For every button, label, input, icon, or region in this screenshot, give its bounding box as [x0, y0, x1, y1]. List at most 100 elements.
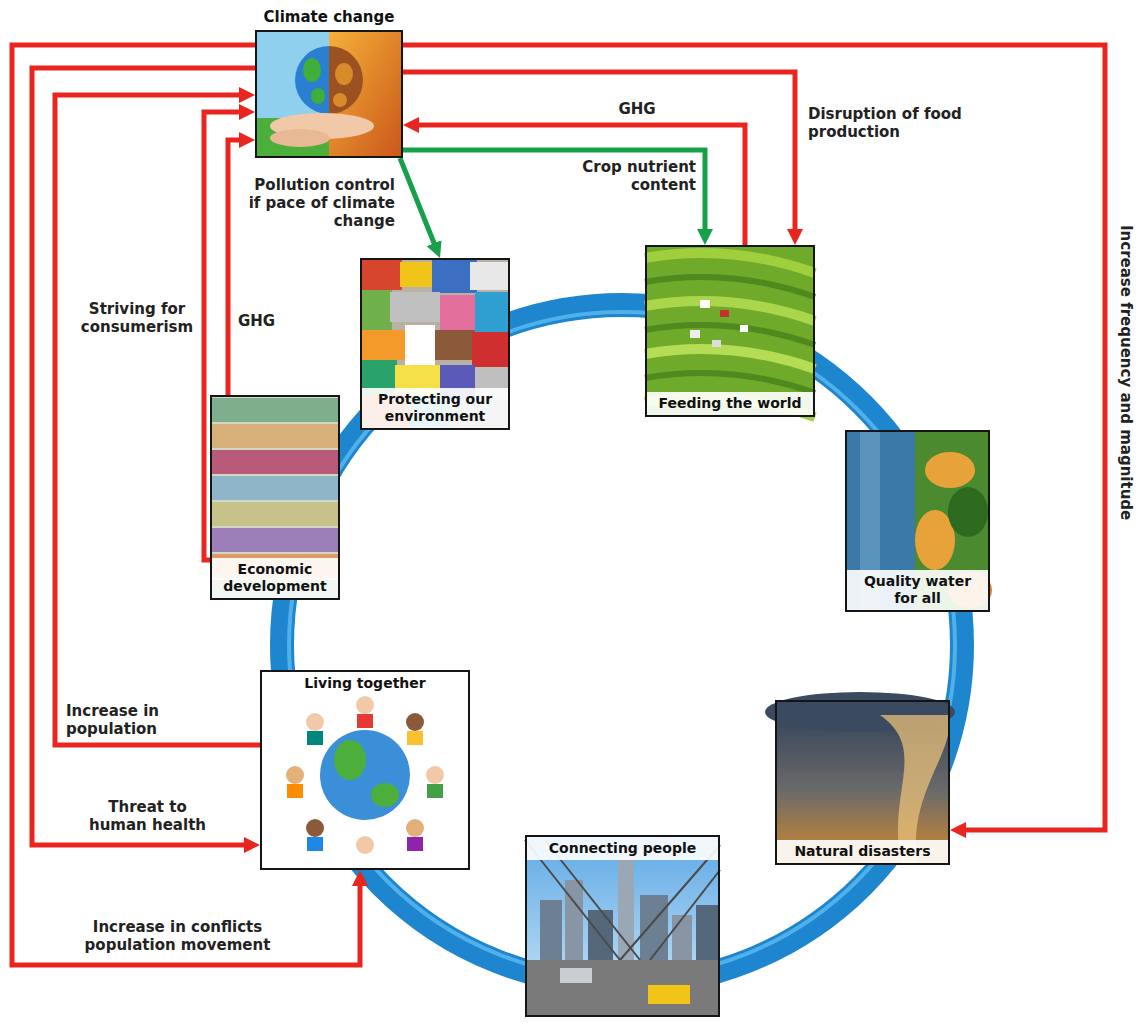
arrow-label: Threat to human health: [85, 798, 210, 834]
waste-image: [475, 292, 508, 332]
green-arrow: [403, 150, 705, 235]
climate-image: [295, 46, 329, 114]
terrace-image: [645, 349, 815, 369]
people-image: [287, 784, 303, 798]
arrow-label: Increase in population: [66, 702, 216, 738]
theme-tile: Protecting our environment: [360, 258, 510, 430]
theme-tile: Connecting people: [525, 835, 720, 1017]
terrace-image: [740, 325, 748, 332]
box-heading: Climate change: [255, 8, 403, 30]
city-image: [640, 895, 668, 960]
tile-label: Quality water for all: [847, 570, 988, 610]
waste-image: [360, 258, 510, 430]
theme-tile: Feeding the world: [645, 245, 815, 417]
people-image: [306, 819, 324, 837]
waste-image: [360, 258, 510, 430]
city-image: [560, 968, 592, 983]
people-image: [371, 783, 399, 807]
waste-image: [470, 262, 508, 290]
waste-image: [362, 330, 407, 360]
banknote-image: [210, 528, 340, 552]
water-image: [948, 487, 988, 537]
terrace-image: [712, 340, 721, 347]
climate-image: [311, 88, 325, 104]
red-arrow: [403, 45, 1105, 830]
people-image: [320, 730, 410, 820]
tile-label: Natural disasters: [777, 840, 948, 863]
waste-image: [405, 325, 435, 365]
theme-tile: Natural disasters: [775, 700, 950, 865]
banknote-image: [210, 502, 340, 526]
climate-box: Climate change: [255, 8, 403, 158]
people-image: [357, 714, 373, 728]
city-image: [672, 915, 692, 960]
people-image: [356, 696, 374, 714]
theme-tile: Economic development: [210, 395, 340, 600]
tile-label: Protecting our environment: [362, 388, 508, 428]
arrow-label: Crop nutrient content: [548, 158, 696, 194]
people-image: [427, 784, 443, 798]
city-image: [650, 870, 720, 960]
banknote-image: [210, 395, 340, 600]
climate-image: [270, 129, 330, 147]
arrow-label: Increase in conflicts population movemen…: [80, 918, 275, 954]
waste-image: [435, 330, 475, 360]
tile-label: Economic development: [212, 558, 338, 598]
arrow-label: GHG: [238, 312, 288, 330]
terrace-image: [645, 373, 815, 393]
people-image: [307, 731, 323, 745]
climate-image: [255, 30, 329, 158]
storm-image: [765, 692, 955, 865]
theme-tile: Living together: [260, 670, 470, 870]
city-image: [696, 905, 718, 960]
people-image: [286, 766, 304, 784]
people-image: [260, 670, 470, 870]
city-image: [525, 835, 720, 1017]
terrace-image: [645, 245, 815, 417]
terrace-image: [645, 301, 815, 321]
terrace-image: [645, 277, 815, 297]
climate-image: [329, 46, 363, 114]
people-image: [407, 837, 423, 851]
theme-tile: Quality water for all: [845, 430, 990, 612]
water-image: [845, 430, 992, 612]
banknote-image: [210, 398, 340, 422]
waste-image: [362, 260, 402, 290]
red-arrow: [403, 72, 795, 235]
green-arrow: [400, 158, 436, 249]
terrace-image: [720, 310, 729, 317]
waste-image: [362, 290, 392, 330]
people-image: [260, 670, 470, 870]
city-image: [540, 900, 562, 960]
climate-image: [329, 30, 403, 158]
people-image: [406, 819, 424, 837]
people-image: [406, 713, 424, 731]
people-image: [334, 740, 366, 780]
water-image: [925, 452, 975, 488]
waste-image: [472, 332, 508, 367]
red-arrow: [32, 68, 255, 845]
people-image: [426, 766, 444, 784]
red-arrow: [413, 125, 745, 245]
arrow-label: Disruption of food production: [808, 105, 963, 141]
terrace-image: [645, 325, 815, 345]
red-arrow: [228, 140, 245, 395]
tile-label: Connecting people: [527, 837, 718, 860]
tile-label: Living together: [262, 672, 468, 695]
arrow-label: Striving for consumerism: [78, 300, 196, 336]
ring-highlight: [289, 312, 955, 978]
city-image: [648, 985, 690, 1004]
ring-band: [282, 305, 962, 985]
banknote-image: [210, 424, 340, 448]
waste-image: [440, 295, 475, 330]
image-frame: [255, 30, 403, 158]
waste-image: [400, 262, 435, 287]
terrace-image: [700, 300, 710, 308]
terrace-image: [690, 330, 700, 338]
arrow-label: GHG: [612, 100, 662, 118]
arrow-label: Increase frequency and magnitude: [1117, 225, 1135, 520]
